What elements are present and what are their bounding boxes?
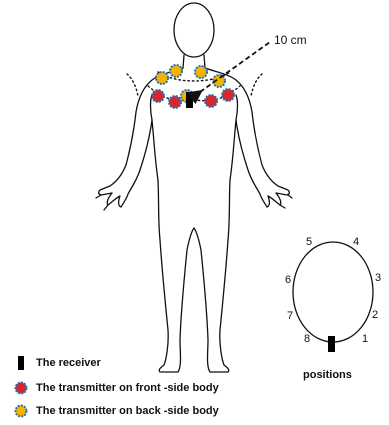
front-transmitter-marker: [152, 90, 164, 102]
back-transmitter-swatch: [14, 404, 28, 418]
positions-diagram: 1 2 3 4 5 6 7 8: [285, 236, 381, 352]
finger-lines: [96, 195, 292, 210]
positions-caption: positions: [303, 369, 352, 381]
front-transmitter-marker: [222, 89, 234, 101]
position-label-6: 6: [285, 274, 291, 286]
legend-receiver: The receiver: [14, 355, 101, 371]
distance-arrow: [200, 42, 270, 92]
back-transmitter-marker: [156, 72, 168, 84]
right-side-outline: [194, 68, 289, 372]
legend-front-label: The transmitter on front -side body: [36, 382, 219, 394]
position-label-3: 3: [375, 272, 381, 284]
position-label-8: 8: [304, 333, 310, 345]
distance-label: 10 cm: [274, 33, 307, 47]
head-outline: [174, 3, 214, 57]
position-label-4: 4: [353, 236, 359, 248]
legend-back: The transmitter on back -side body: [14, 403, 219, 419]
back-transmitter-marker: [170, 65, 182, 77]
positions-ellipse: [293, 242, 373, 342]
legend-receiver-label: The receiver: [36, 357, 101, 369]
position-label-1: 1: [362, 333, 368, 345]
human-figure-outline: [96, 3, 292, 372]
left-side-outline: [99, 68, 194, 372]
position-label-2: 2: [372, 309, 378, 321]
receiver-swatch: [14, 356, 28, 370]
legend-front: The transmitter on front -side body: [14, 380, 219, 396]
positions-receiver-marker: [328, 336, 335, 352]
receiver-marker: [186, 92, 193, 108]
front-transmitter-marker: [169, 96, 181, 108]
legend-back-label: The transmitter on back -side body: [36, 405, 219, 417]
position-label-5: 5: [306, 236, 312, 248]
front-transmitter-swatch: [14, 381, 28, 395]
back-transmitter-marker: [195, 66, 207, 78]
position-label-7: 7: [287, 310, 293, 322]
front-transmitter-marker: [205, 95, 217, 107]
